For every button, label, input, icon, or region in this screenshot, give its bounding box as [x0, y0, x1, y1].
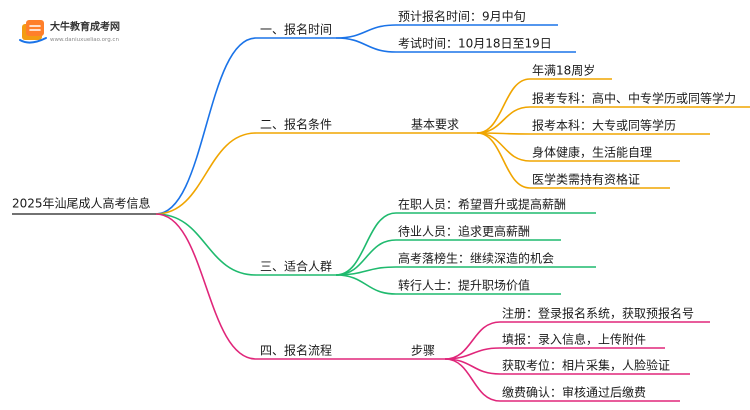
leaf-node: 缴费确认：审核通过后缴费: [502, 385, 646, 400]
leaf-connector: [335, 37, 397, 53]
leaf-connector: [476, 78, 531, 134]
site-logo: 大牛教育成考网 www.daniuxueliao.org.cn: [19, 20, 120, 44]
logo-url: www.daniuxueliao.org.cn: [50, 37, 119, 43]
leaf-node: 转行人士：提升职场价值: [398, 278, 530, 293]
leaf-node: 在职人员：希望晋升或提高薪酬: [398, 197, 566, 212]
leaf-connector: [335, 212, 397, 276]
leaf-node: 待业人员：追求更高薪酬: [398, 224, 530, 239]
branch-connector: [155, 213, 257, 276]
branch-connector: [155, 213, 257, 360]
logo-name: 大牛教育成考网: [50, 20, 120, 33]
branch-topic: 四、报名流程: [260, 343, 332, 358]
book-icon: [19, 20, 47, 44]
branch-topic: 三、适合人群: [260, 259, 332, 274]
leaf-node: 注册：登录报名系统，获取预报名号: [502, 306, 694, 321]
leaf-connector: [444, 358, 501, 402]
leaf-node: 预计报名时间：9月中旬: [398, 9, 526, 24]
leaf-node: 医学类需持有资格证: [532, 172, 640, 187]
sub-topic: 步骤: [411, 344, 435, 358]
leaf-connector: [335, 274, 397, 295]
leaf-node: 报考专科：高中、中专学历或同等学力: [532, 91, 736, 106]
leaf-node: 高考落榜生：继续深造的机会: [398, 251, 554, 266]
leaf-connector: [476, 132, 531, 162]
leaf-connector: [476, 106, 531, 134]
leaf-node: 身体健康，生活能自理: [532, 145, 652, 160]
branch-topic: 一、报名时间: [260, 22, 332, 37]
branch-connector: [155, 132, 257, 215]
branch-connector: [155, 37, 257, 215]
root-topic: 2025年汕尾成人高考信息: [12, 196, 151, 211]
leaf-node: 年满18周岁: [532, 63, 595, 78]
leaf-node: 考试时间：10月18日至19日: [398, 36, 552, 51]
leaf-connector: [476, 132, 531, 189]
leaf-node: 报考本科：大专或同等学历: [532, 118, 676, 133]
sub-topic: 基本要求: [411, 118, 459, 132]
leaf-connector: [335, 24, 397, 39]
branch-topic: 二、报名条件: [260, 117, 332, 132]
leaf-node: 获取考位：相片采集，人脸验证: [502, 358, 670, 373]
leaf-node: 填报：录入信息，上传附件: [502, 332, 646, 347]
